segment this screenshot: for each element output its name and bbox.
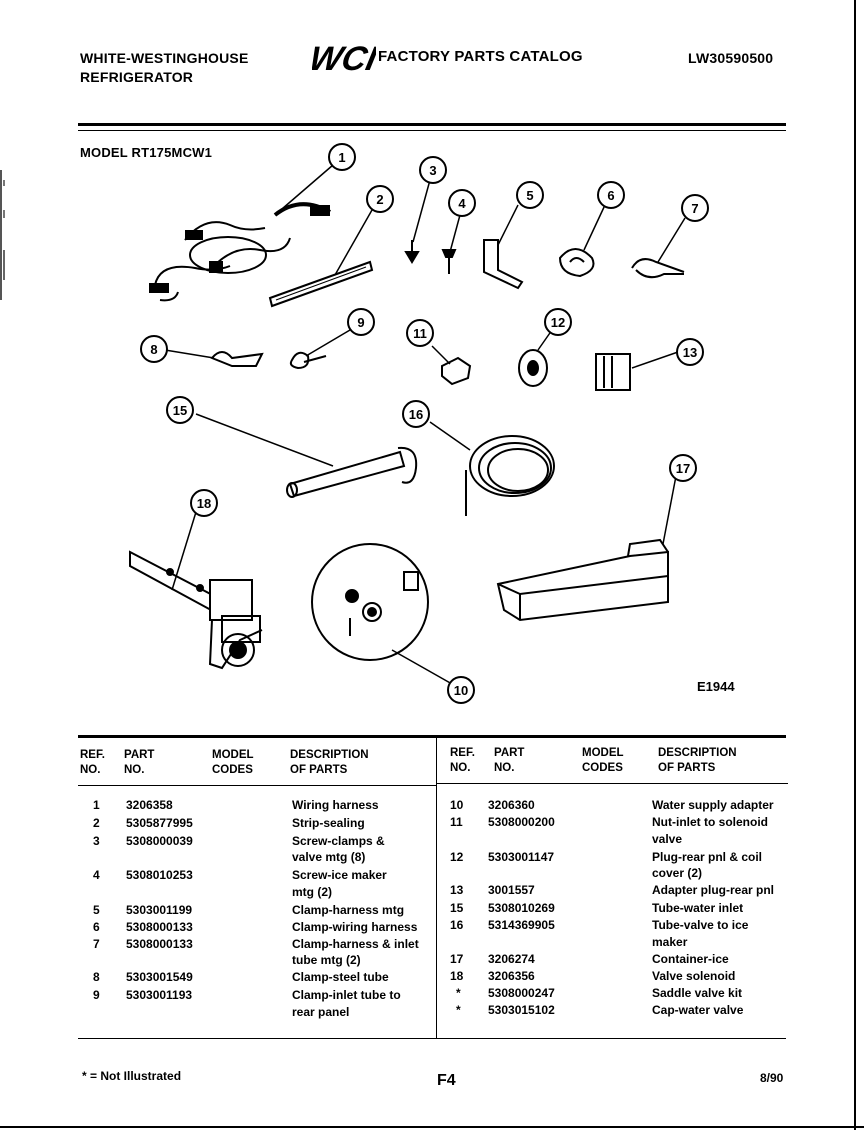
table-bottom-rule [78, 1038, 786, 1039]
table-divider [436, 738, 437, 1038]
clamp-steel-tube-drawing [210, 351, 264, 367]
clamp-wiring-drawing [558, 248, 595, 278]
callout-10: 10 [454, 683, 468, 698]
binding-edge-marks [0, 170, 5, 300]
leader-lines [164, 164, 686, 685]
callout-9: 9 [357, 315, 364, 330]
callout-12: 12 [551, 315, 565, 330]
hdr-ref-left: REF.NO. [80, 749, 105, 776]
hdr-ref-right: REF.NO. [450, 747, 475, 774]
callout-7: 7 [691, 201, 698, 216]
ice-container-drawing [496, 538, 669, 622]
wci-logo: WCI [306, 40, 381, 78]
page-bottom-border [0, 1126, 864, 1128]
page-right-border [854, 0, 856, 1130]
header-rule-thick [78, 123, 786, 126]
nut-drawing [441, 356, 472, 386]
callout-2: 2 [376, 192, 383, 207]
model-label: MODEL RT175MCW1 [80, 145, 213, 160]
callout-1: 1 [338, 150, 345, 165]
coiled-tube-drawing [465, 435, 555, 516]
water-supply-adapter-inset [311, 543, 429, 661]
callout-15: 15 [173, 403, 187, 418]
clamp-inlet-drawing [289, 351, 327, 370]
callout-6: 6 [607, 188, 614, 203]
header-underline-left [78, 785, 436, 786]
callout-4: 4 [458, 196, 466, 211]
not-illustrated-note: * = Not Illustrated [82, 1069, 182, 1083]
callout-8: 8 [150, 342, 157, 357]
header-rule-thin [78, 130, 786, 131]
callout-17: 17 [676, 461, 690, 476]
brand-line-1: WHITE-WESTINGHOUSE [80, 50, 249, 66]
callout-13: 13 [683, 345, 697, 360]
figure-code: E1944 [697, 679, 735, 694]
print-date: 8/90 [760, 1071, 784, 1085]
callout-11: 11 [413, 326, 427, 341]
exploded-parts-diagram: 1 2 3 4 5 6 7 8 9 11 12 13 15 16 17 18 1… [129, 143, 735, 704]
adapter-plug-drawing [595, 353, 631, 391]
inlet-tube-drawing [286, 446, 418, 498]
wiring-harness-drawing [149, 202, 331, 302]
table-top-rule [78, 735, 786, 738]
catalog-title: FACTORY PARTS CATALOG [378, 48, 583, 65]
solenoid-valve-drawing [129, 550, 263, 670]
screw-drawings [404, 240, 457, 274]
strip-sealing-drawing [268, 260, 374, 308]
callout-16: 16 [409, 407, 423, 422]
callout-5: 5 [526, 188, 533, 203]
catalog-code: LW30590500 [688, 50, 774, 66]
plug-drawing [518, 349, 548, 387]
clamp-bracket-drawing [483, 239, 524, 290]
brand-line-2: REFRIGERATOR [80, 69, 194, 85]
header-underline-right [436, 783, 788, 784]
page-number: F4 [437, 1072, 456, 1089]
callout-3: 3 [429, 163, 436, 178]
clamp-harness-drawing [631, 258, 685, 279]
wci-logo-text: WCI [312, 40, 376, 74]
callout-numbers: 1 2 3 4 5 6 7 8 9 11 12 13 15 16 17 18 1… [150, 150, 698, 698]
callout-18: 18 [197, 496, 211, 511]
